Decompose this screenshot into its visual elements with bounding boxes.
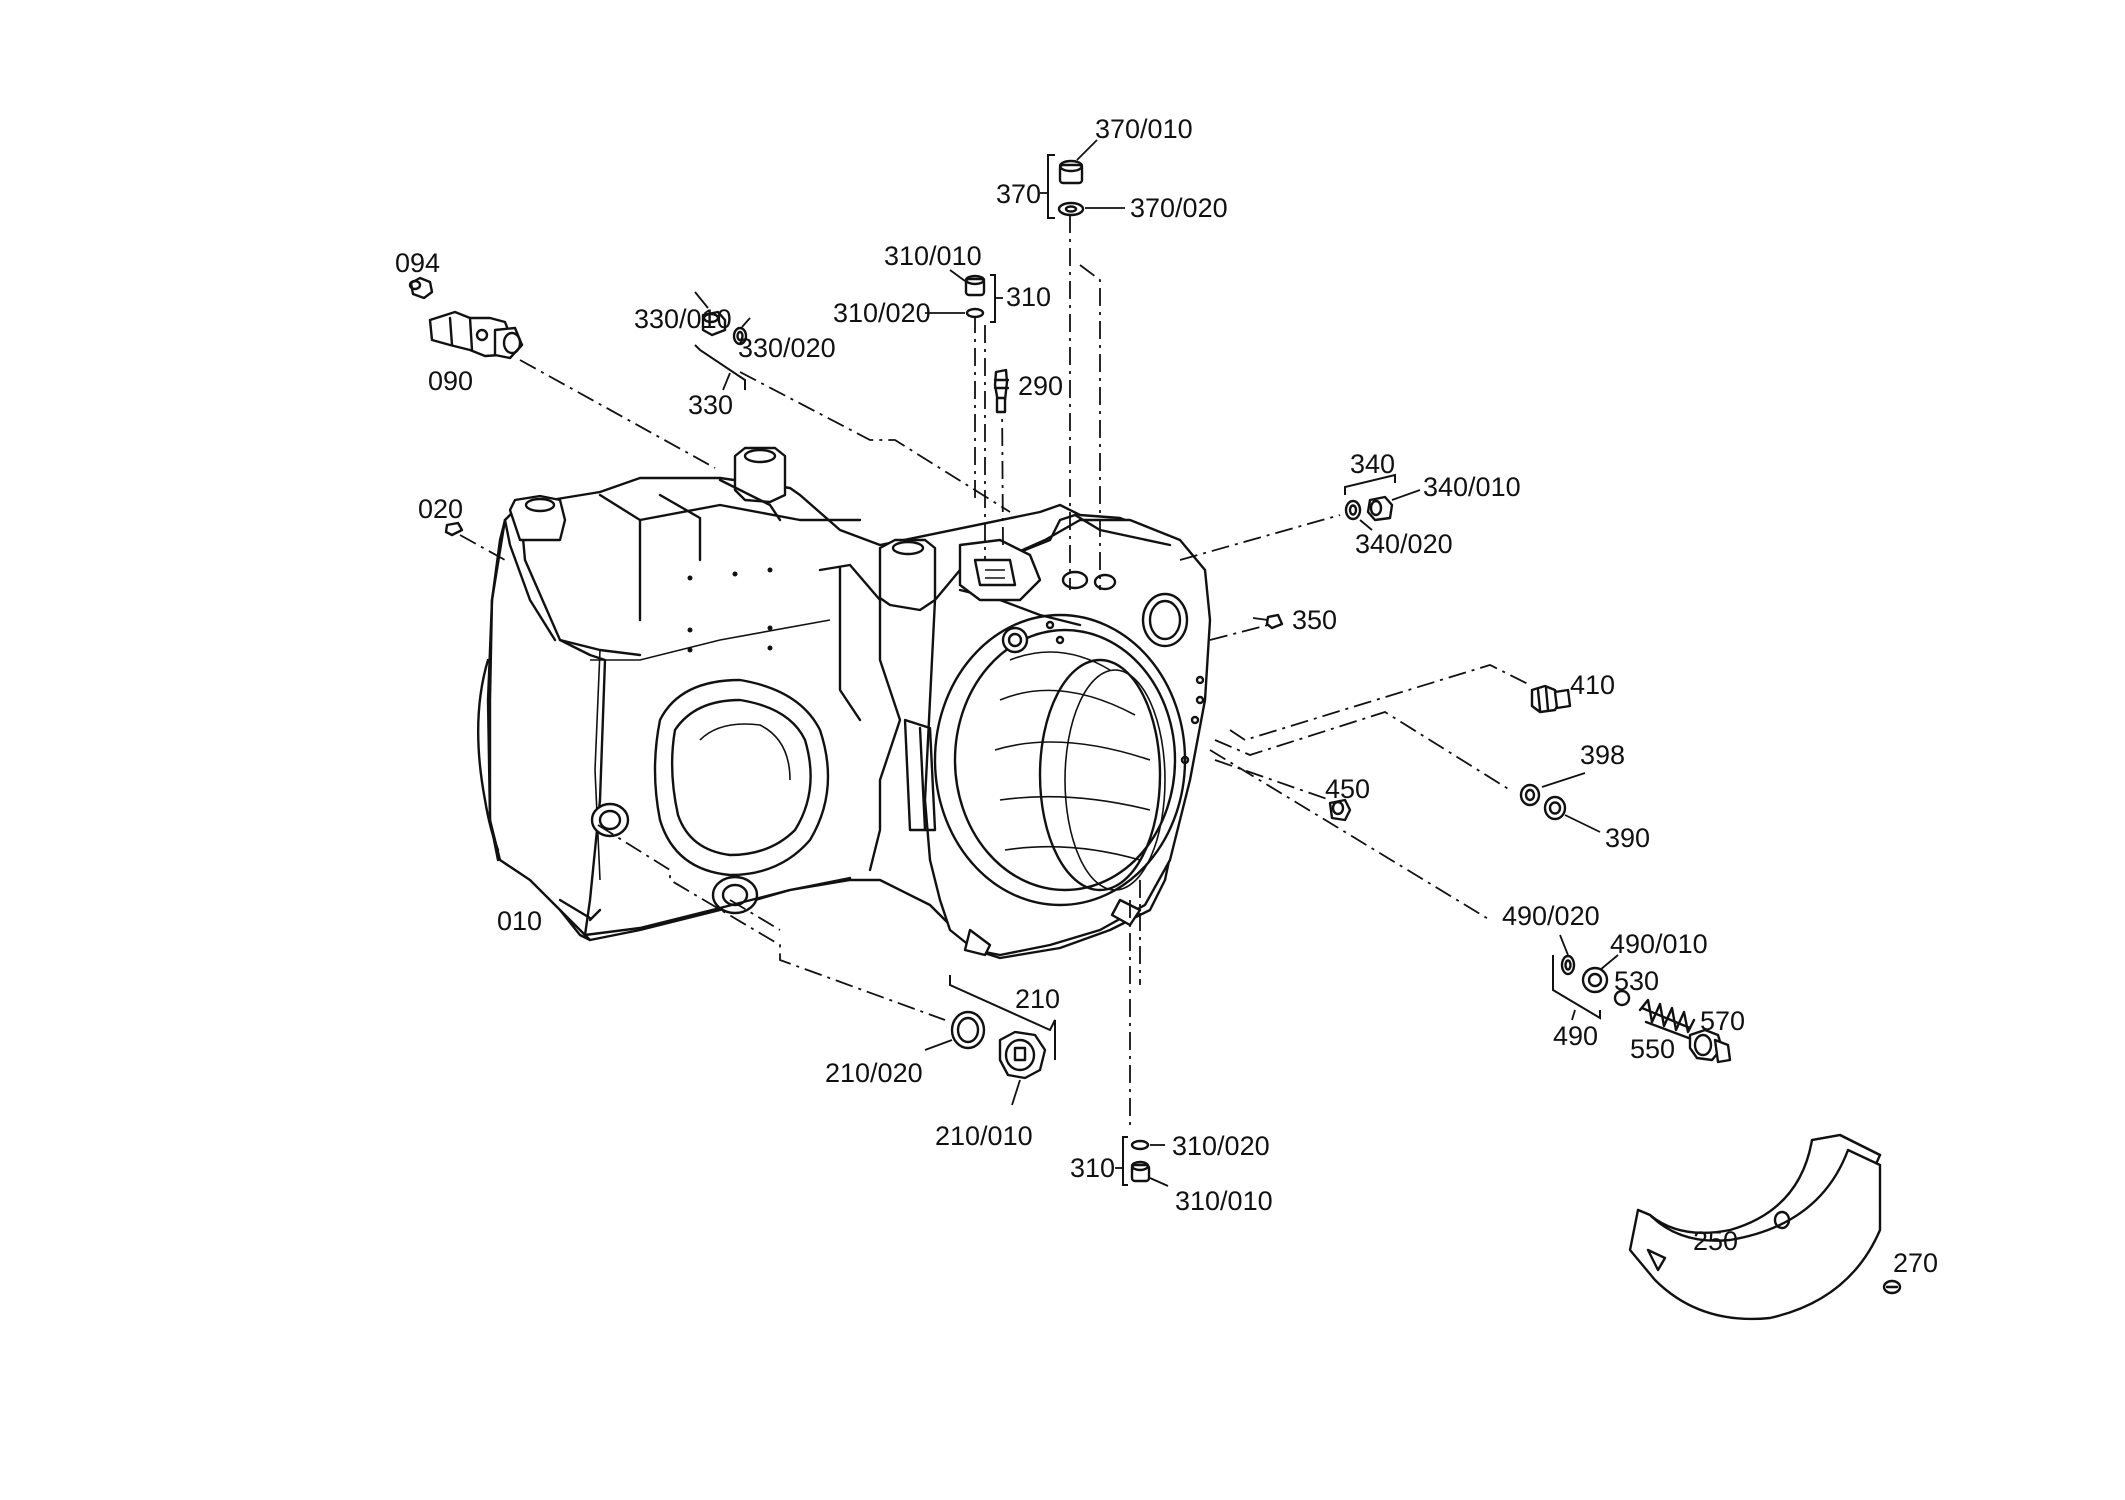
part-370: [1040, 139, 1125, 219]
part-250-shield: [1628, 1133, 1882, 1321]
label-210: 210: [1015, 984, 1060, 1014]
label-310-020-top: 310/020: [833, 298, 931, 328]
part-310-bottom: [1115, 1136, 1169, 1187]
label-094: 094: [395, 248, 440, 278]
part-570-plug: [1688, 1028, 1732, 1064]
label-250: 250: [1693, 1226, 1738, 1256]
part-020: [444, 521, 464, 537]
label-370-020: 370/020: [1130, 193, 1228, 223]
leader-lines: [1252, 617, 1269, 621]
label-270: 270: [1893, 1248, 1938, 1278]
label-210-020: 210/020: [825, 1058, 923, 1088]
label-310-020-bot: 310/020: [1172, 1131, 1270, 1161]
assembly-centerlines: [459, 215, 1531, 1130]
label-340-020: 340/020: [1355, 529, 1453, 559]
label-340: 340: [1350, 449, 1395, 479]
label-330: 330: [688, 390, 733, 420]
label-330-010: 330/010: [634, 304, 732, 334]
part-270: [1882, 1279, 1902, 1295]
label-370-010: 370/010: [1095, 114, 1193, 144]
label-550: 550: [1630, 1034, 1675, 1064]
label-090: 090: [428, 366, 473, 396]
part-210: [924, 975, 1056, 1106]
label-020: 020: [418, 494, 463, 524]
part-398-390: [1519, 772, 1601, 833]
label-410: 410: [1570, 670, 1615, 700]
label-390: 390: [1605, 823, 1650, 853]
label-490: 490: [1553, 1021, 1598, 1051]
part-094-090: [408, 276, 524, 360]
part-340: [1344, 473, 1421, 531]
part-550-spring: [1638, 998, 1696, 1042]
part-310-top: [925, 269, 1003, 323]
label-310-010-bot: 310/010: [1175, 1186, 1273, 1216]
transmission-housing: [477, 446, 1212, 960]
label-310-bot: 310: [1070, 1153, 1115, 1183]
label-210-010: 210/010: [935, 1121, 1033, 1151]
label-570: 570: [1700, 1006, 1745, 1036]
part-350: [1265, 613, 1284, 630]
part-330: [694, 291, 751, 391]
label-310-010-top: 310/010: [884, 241, 982, 271]
callout-labels: 370/010 370 370/020 094 090 310/010 310 …: [395, 114, 1938, 1278]
label-330-020: 330/020: [738, 333, 836, 363]
label-530: 530: [1614, 966, 1659, 996]
label-370: 370: [996, 179, 1041, 209]
part-490-group: [1552, 934, 1631, 1021]
part-450: [1328, 798, 1352, 822]
label-340-010: 340/010: [1423, 472, 1521, 502]
label-350: 350: [1292, 605, 1337, 635]
label-490-010: 490/010: [1610, 929, 1708, 959]
label-310-top: 310: [1006, 282, 1051, 312]
label-450: 450: [1325, 774, 1370, 804]
label-490-020: 490/020: [1502, 901, 1600, 931]
part-290: [993, 368, 1010, 414]
label-010: 010: [497, 906, 542, 936]
label-398: 398: [1580, 740, 1625, 770]
part-410: [1530, 684, 1572, 714]
label-290: 290: [1018, 371, 1063, 401]
